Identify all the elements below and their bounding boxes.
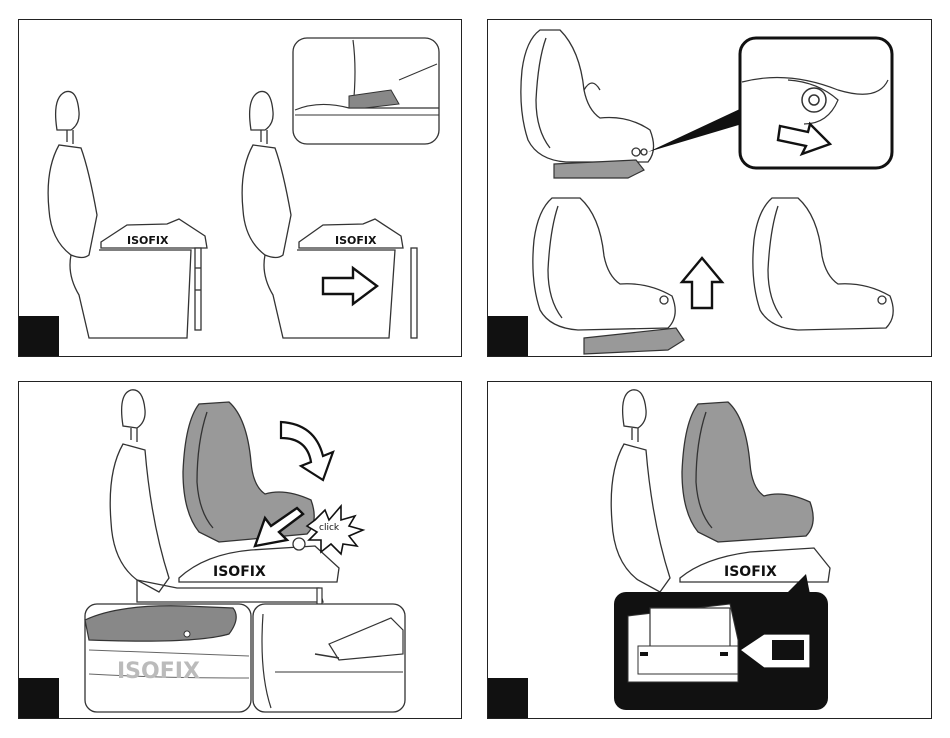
- panel-3-illustration: ISOFIX click ISOFIX: [19, 382, 463, 720]
- instruction-panel-1: ISOFIX ISOFIX: [18, 19, 462, 357]
- child-seat-detached: [753, 198, 893, 330]
- child-seat-installed: [682, 402, 813, 542]
- instruction-panel-4: ISOFIX: [487, 381, 932, 719]
- panel-2-illustration: [488, 20, 933, 358]
- step-marker-1: [19, 316, 59, 356]
- isofix-logo-right: ISOFIX: [335, 234, 377, 247]
- step-marker-3: [19, 678, 59, 718]
- vehicle-seat: [611, 390, 670, 592]
- click-callout-text: click: [319, 523, 340, 533]
- isofix-logo-inset: ISOFIX: [117, 659, 200, 684]
- instruction-panel-2: [487, 19, 932, 357]
- step-marker-4: [488, 678, 528, 718]
- child-seat-lifting: [533, 198, 675, 330]
- detail-inset-top-view: [85, 604, 251, 712]
- isofix-logo-base: ISOFIX: [724, 564, 777, 580]
- child-seat-top: [521, 30, 654, 162]
- vehicle-seat-left: [48, 91, 191, 338]
- detail-inset-connector: [293, 38, 439, 144]
- base-shaded-bottom: [584, 328, 684, 354]
- base-shaded-top: [554, 160, 644, 178]
- lift-arrow-icon: [682, 258, 722, 308]
- detail-inset-latch: [253, 604, 405, 712]
- panel-1-illustration: ISOFIX ISOFIX: [19, 20, 463, 358]
- detail-inset-indicator: [614, 592, 828, 710]
- detail-inset-release: [740, 38, 892, 168]
- step-marker-2: [488, 316, 528, 356]
- isofix-logo-left: ISOFIX: [127, 234, 169, 247]
- instruction-panel-3: ISOFIX click ISOFIX: [18, 381, 462, 719]
- indicator-window: [772, 640, 804, 660]
- isofix-logo-base: ISOFIX: [213, 564, 266, 580]
- push-arrow-icon: [323, 268, 377, 304]
- rotate-arrow-icon: [281, 422, 333, 480]
- panel-4-illustration: ISOFIX: [488, 382, 933, 720]
